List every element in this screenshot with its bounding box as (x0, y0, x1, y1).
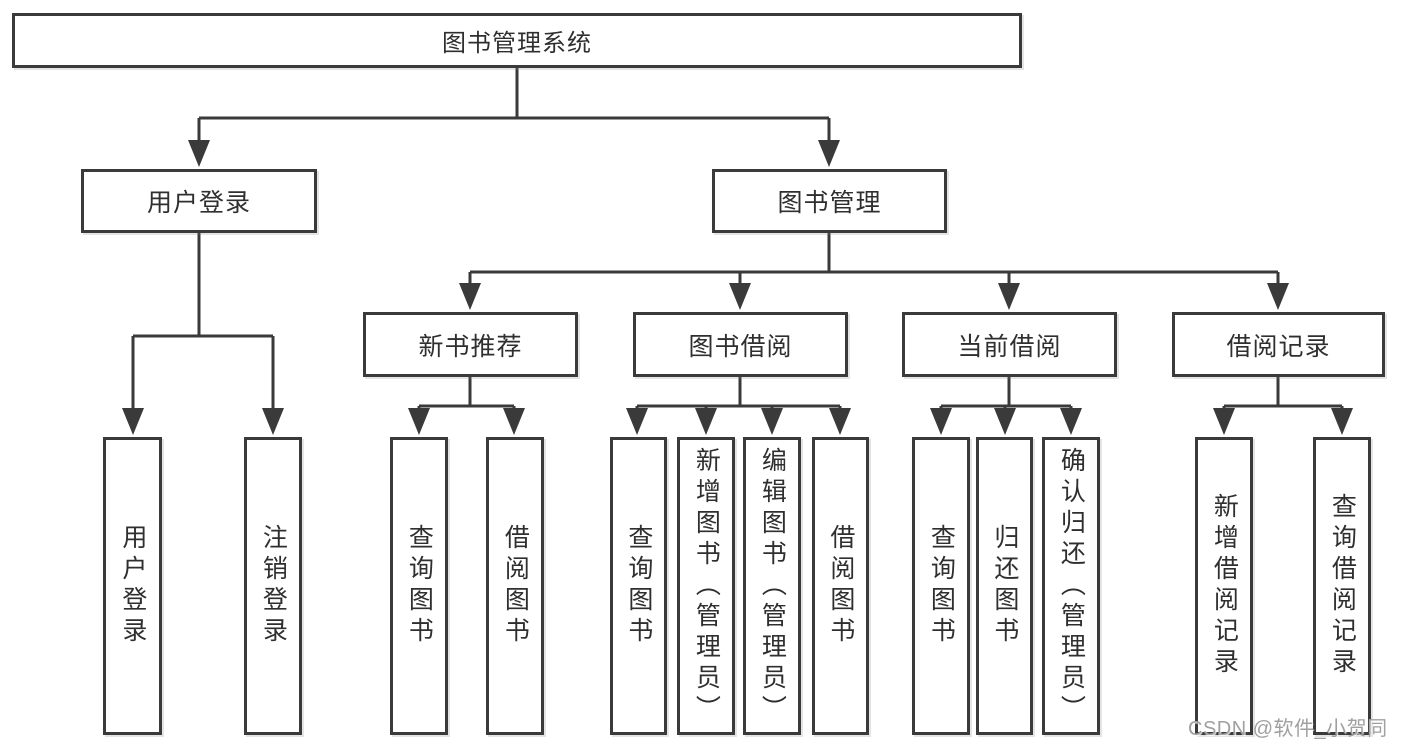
leaf-cb-confirm-return-admin: 确认归还（管理员） (1042, 437, 1100, 735)
leaf-user-login: 用户登录 (103, 437, 162, 735)
leaf-bb-borrow-books-label: 借阅图书 (826, 524, 855, 648)
leaf-cb-query-books: 查询图书 (912, 437, 970, 735)
leaf-bb-add-books-admin-label: 新增图书（管理员） (692, 446, 721, 726)
edges-new-book-recommend-to-leaves (408, 377, 525, 435)
leaf-nbr-borrow-books-label: 借阅图书 (501, 524, 530, 648)
leaf-logout-label: 注销登录 (259, 524, 288, 648)
leaf-cb-confirm-return-admin-label: 确认归还（管理员） (1057, 446, 1086, 726)
leaf-cb-return-books: 归还图书 (976, 437, 1033, 735)
leaf-nbr-query-books-label: 查询图书 (405, 524, 434, 648)
node-book-borrow-label: 图书借阅 (688, 332, 793, 361)
node-borrow-records-label: 借阅记录 (1226, 332, 1331, 361)
node-root: 图书管理系统 (12, 13, 1022, 68)
leaf-br-query-record: 查询借阅记录 (1313, 437, 1371, 735)
leaf-bb-borrow-books: 借阅图书 (812, 437, 869, 735)
leaf-br-add-record-label: 新增借阅记录 (1210, 493, 1239, 679)
node-root-label: 图书管理系统 (442, 30, 592, 57)
leaf-cb-return-books-label: 归还图书 (990, 524, 1019, 648)
node-book-management-label: 图书管理 (777, 189, 882, 217)
node-borrow-records: 借阅记录 (1172, 312, 1385, 377)
leaf-bb-add-books-admin: 新增图书（管理员） (677, 437, 735, 735)
leaf-nbr-borrow-books: 借阅图书 (486, 437, 544, 735)
node-new-book-recommend-label: 新书推荐 (418, 332, 523, 361)
leaf-logout: 注销登录 (244, 437, 302, 735)
node-book-borrow: 图书借阅 (633, 312, 848, 377)
edges-book-management-to-level3 (459, 233, 1289, 310)
leaf-user-login-label: 用户登录 (118, 524, 147, 648)
node-new-book-recommend: 新书推荐 (363, 312, 578, 377)
leaf-bb-edit-books-admin: 编辑图书（管理员） (743, 437, 801, 735)
node-current-borrow-label: 当前借阅 (957, 332, 1062, 361)
edges-current-borrow-to-leaves (930, 377, 1082, 435)
node-user-login: 用户登录 (81, 169, 317, 233)
node-current-borrow: 当前借阅 (902, 312, 1117, 377)
leaf-bb-query-books-label: 查询图书 (624, 524, 653, 648)
leaf-br-query-record-label: 查询借阅记录 (1328, 493, 1357, 679)
node-book-management: 图书管理 (712, 169, 947, 233)
leaf-nbr-query-books: 查询图书 (390, 437, 448, 735)
leaf-bb-query-books: 查询图书 (610, 437, 667, 735)
leaf-bb-edit-books-admin-label: 编辑图书（管理员） (758, 446, 787, 726)
edges-book-borrow-to-leaves (626, 377, 851, 435)
leaf-cb-query-books-label: 查询图书 (927, 524, 956, 648)
leaf-br-add-record: 新增借阅记录 (1195, 437, 1253, 735)
edges-borrow-records-to-leaves (1213, 377, 1353, 435)
node-user-login-label: 用户登录 (146, 189, 251, 217)
edges-root-to-level2 (188, 68, 840, 167)
watermark: CSDN @软件_小贺同学 (1188, 718, 1388, 740)
edges-user-login-to-leaves (122, 233, 284, 435)
